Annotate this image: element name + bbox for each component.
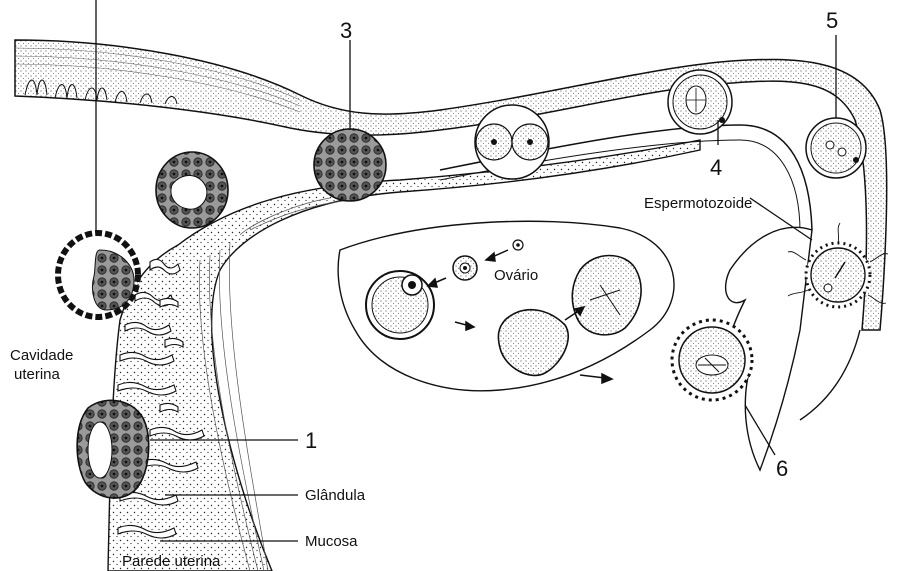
- ovary: [338, 221, 674, 390]
- zygote-spindle: [668, 70, 732, 134]
- label-ovario: Ovário: [494, 267, 538, 284]
- zygote-pronuclei: [806, 118, 866, 178]
- label-5: 5: [826, 8, 838, 33]
- morula: [314, 129, 386, 201]
- two-cell-stage: [475, 105, 549, 179]
- label-3: 3: [340, 18, 352, 43]
- label-parede: Parede uterina: [122, 553, 221, 570]
- label-cavidade-2: uterina: [14, 366, 61, 383]
- blastocyst: [58, 233, 138, 317]
- fertilization-oocyte: [672, 320, 752, 400]
- label-6: 6: [776, 456, 788, 481]
- early-blastocyst: [156, 152, 228, 228]
- label-4: 4: [710, 155, 722, 180]
- label-cavidade-1: Cavidade: [10, 347, 73, 364]
- label-espermatozoide: Espermotozoide: [644, 195, 752, 212]
- label-glandula: Glândula: [305, 487, 366, 504]
- label-mucosa: Mucosa: [305, 533, 358, 550]
- implanted-embryo: [77, 400, 149, 498]
- label-1: 1: [305, 428, 317, 453]
